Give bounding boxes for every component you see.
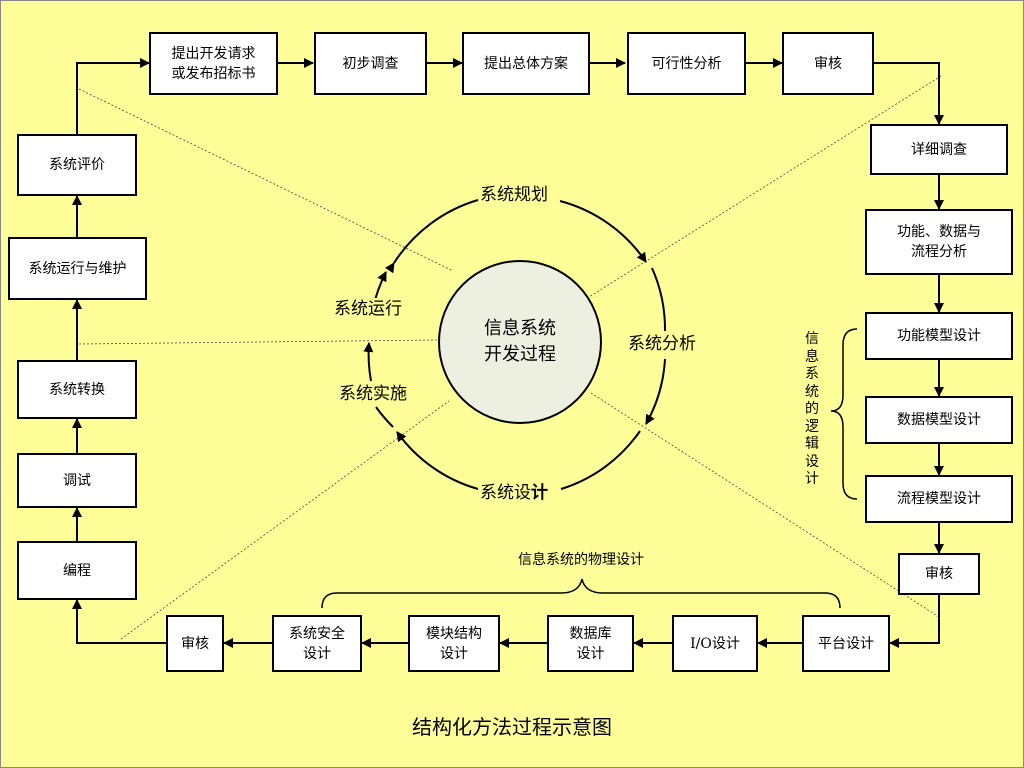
cycle-label-design: 系统设计	[480, 482, 548, 504]
box-overall-plan: 提出总体方案	[462, 32, 590, 95]
physical-brace	[321, 578, 841, 609]
flow-arrows	[72, 58, 944, 648]
box-io-design: I/O设计	[672, 615, 758, 672]
box-function-model: 功能模型设计	[865, 312, 1013, 360]
box-feasibility: 可行性分析	[627, 32, 746, 95]
logical-design-label: 信息系统的逻辑设计	[805, 331, 819, 487]
box-function-data-analysis: 功能、数据与流程分析	[865, 209, 1013, 275]
box-security-design: 系统安全设计	[272, 615, 362, 672]
box-coding: 编程	[17, 541, 137, 600]
cycle-arcs	[363, 199, 667, 490]
box-testing: 调试	[17, 453, 137, 508]
center-line-1: 信息系统	[484, 318, 556, 339]
box-evaluation: 系统评价	[17, 134, 137, 196]
dotted-guides	[78, 75, 942, 640]
box-request-line-1: 提出开发请求	[171, 45, 256, 62]
diagram-title: 结构化方法过程示意图	[412, 715, 612, 739]
center-circle: 信息系统 开发过程	[438, 260, 602, 424]
box-db-line-2: 设计	[576, 645, 605, 662]
box-flow-model: 流程模型设计	[865, 475, 1013, 523]
cycle-label-operation: 系统运行	[334, 298, 402, 320]
box-module-line-2: 设计	[440, 645, 468, 662]
box-bottom-review: 审核	[166, 615, 224, 672]
box-database-design: 数据库设计	[547, 615, 634, 672]
cycle-label-design-b: 计	[531, 483, 548, 503]
box-db-line-1: 数据库	[569, 625, 612, 642]
cycle-label-design-a: 系统设	[480, 483, 531, 503]
box-detailed-survey: 详细调查	[870, 124, 1008, 175]
cycle-label-planning: 系统规划	[480, 184, 548, 206]
physical-design-label: 信息系统的物理设计	[518, 552, 644, 568]
box-security-line-1: 系统安全	[289, 625, 345, 642]
box-module-design: 模块结构设计	[408, 615, 500, 672]
cycle-label-analysis: 系统分析	[628, 333, 696, 355]
cycle-label-implementation: 系统实施	[339, 383, 407, 405]
center-line-2: 开发过程	[484, 344, 556, 365]
box-preliminary-survey: 初步调查	[314, 32, 427, 95]
box-funcdata-line-2: 流程分析	[911, 244, 967, 260]
box-request-line-2: 或发布招标书	[171, 65, 256, 82]
box-right-review: 审核	[898, 553, 980, 595]
box-funcdata-line-1: 功能、数据与	[897, 224, 981, 240]
box-security-line-2: 设计	[303, 645, 331, 662]
box-platform-design: 平台设计	[802, 615, 890, 672]
box-conversion: 系统转换	[17, 360, 137, 419]
logical-brace	[830, 328, 858, 500]
box-request: 提出开发请求或发布招标书	[149, 32, 278, 95]
box-data-model: 数据模型设计	[865, 396, 1013, 444]
box-operation-maintenance: 系统运行与维护	[8, 237, 147, 300]
box-top-review: 审核	[782, 32, 874, 95]
box-module-line-1: 模块结构	[426, 625, 482, 642]
